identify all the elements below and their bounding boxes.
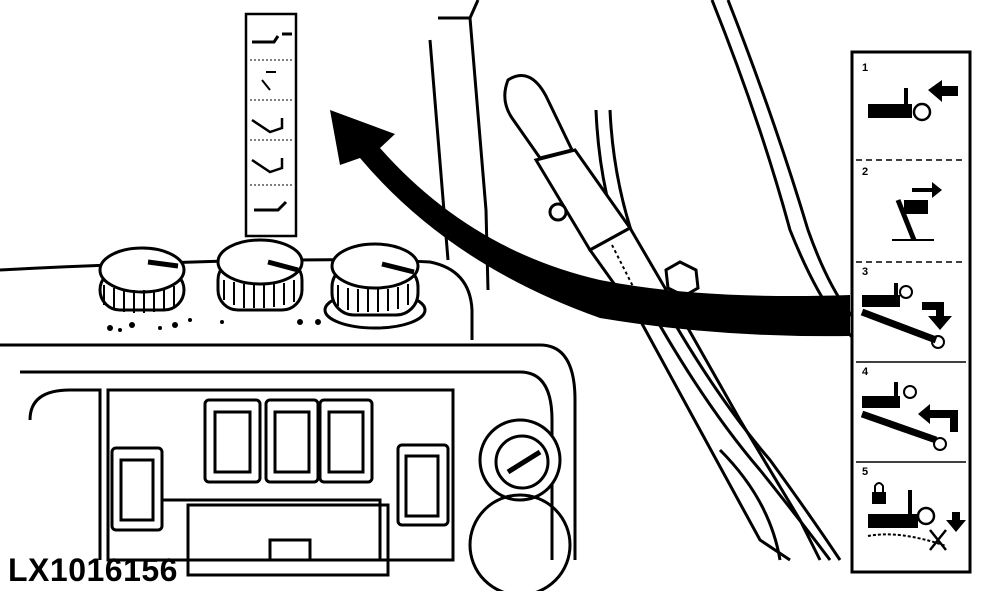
knob-3 xyxy=(323,242,427,330)
ignition-switch xyxy=(468,418,572,591)
knob-1 xyxy=(98,246,186,313)
decal-step-5 xyxy=(867,482,966,551)
arrow-icon xyxy=(918,404,958,432)
decal-step-1 xyxy=(868,80,958,122)
decal-step-3-number: 3 xyxy=(862,266,869,278)
curved-arrow-icon xyxy=(330,110,850,337)
decal-step-5-number: 5 xyxy=(862,466,869,478)
knob-symbols xyxy=(107,318,321,332)
decal-small xyxy=(244,12,298,238)
arrow-icon xyxy=(928,80,958,102)
decal-step-4-number: 4 xyxy=(862,366,869,378)
reference-code: LX1016156 xyxy=(8,552,178,588)
arrow-icon xyxy=(946,512,966,532)
decal-step-2-number: 2 xyxy=(862,166,869,178)
decal-step-3 xyxy=(860,283,952,349)
arrow-icon xyxy=(922,302,952,330)
decal-step-2 xyxy=(892,182,942,241)
rocker-switches xyxy=(110,398,450,532)
knob-2 xyxy=(216,238,304,312)
decal-step-1-number: 1 xyxy=(862,62,869,74)
decal-step-4 xyxy=(860,382,958,451)
padlock-icon xyxy=(872,482,886,504)
lever xyxy=(503,74,822,562)
arrow-icon xyxy=(912,182,942,198)
